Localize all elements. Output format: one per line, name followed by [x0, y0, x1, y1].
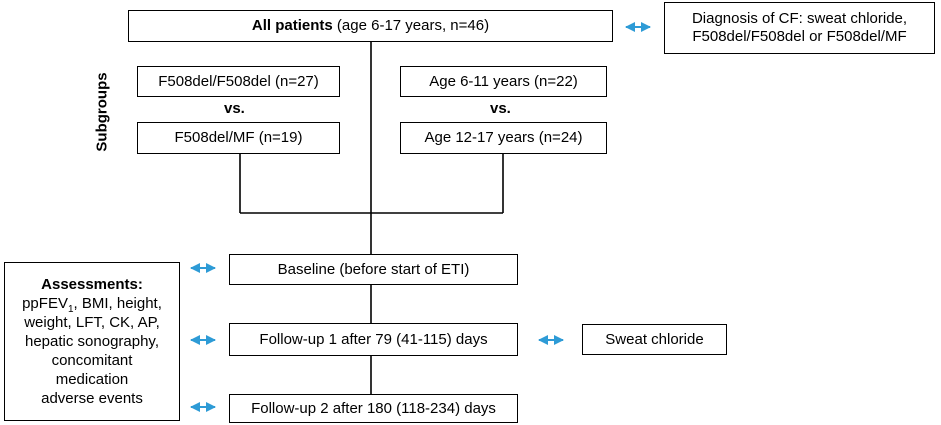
subgroups-label: Subgroups: [93, 72, 111, 152]
genotype-vs-label: vs.: [224, 100, 245, 117]
age-older-box: Age 12-17 years (n=24): [400, 122, 607, 154]
all-patients-detail: (age 6-17 years, n=46): [332, 17, 490, 34]
assessments-line-2: weight, LFT, CK, AP,: [24, 314, 160, 331]
diagnosis-box: Diagnosis of CF: sweat chloride, F508del…: [664, 2, 935, 54]
age-older-label: Age 12-17 years (n=24): [424, 129, 583, 146]
age-younger-label: Age 6-11 years (n=22): [429, 72, 578, 90]
follow-up-1-box: Follow-up 1 after 79 (41-115) days: [229, 323, 518, 356]
diagnosis-line-2: F508del/F508del or F508del/MF: [692, 28, 907, 45]
assessments-line-6: adverse events: [41, 390, 143, 407]
diagnosis-line-1: Diagnosis of CF: sweat chloride,: [691, 10, 908, 27]
all-patients-box: All patients (age 6-17 years, n=46): [128, 10, 613, 42]
assessments-line-1: ppFEV1, BMI, height,: [22, 295, 162, 315]
follow-up-1-label: Follow-up 1 after 79 (41-115) days: [259, 330, 488, 348]
assessments-title: Assessments:: [41, 276, 143, 293]
genotype-mf-box: F508del/MF (n=19): [137, 122, 340, 154]
sweat-chloride-label: Sweat chloride: [605, 330, 704, 348]
follow-up-2-label: Follow-up 2 after 180 (118-234) days: [251, 399, 496, 417]
assessments-line-4: concomitant: [51, 352, 133, 369]
genotype-mf-label: F508del/MF (n=19): [174, 129, 303, 146]
genotype-homozygous-label: F508del/F508del (n=27): [158, 72, 319, 90]
baseline-box: Baseline (before start of ETI): [229, 254, 518, 285]
age-younger-box: Age 6-11 years (n=22): [400, 66, 607, 97]
assessments-box: Assessments: ppFEV1, BMI, height, weight…: [4, 262, 180, 421]
sweat-chloride-box: Sweat chloride: [582, 324, 727, 355]
follow-up-2-box: Follow-up 2 after 180 (118-234) days: [229, 394, 518, 423]
assessments-line-5: medication: [55, 371, 129, 388]
all-patients-label: All patients: [251, 17, 333, 34]
age-vs-label: vs.: [490, 100, 511, 117]
baseline-label: Baseline (before start of ETI): [277, 260, 470, 278]
genotype-homozygous-box: F508del/F508del (n=27): [137, 66, 340, 97]
assessments-line-3: hepatic sonography,: [25, 333, 159, 350]
